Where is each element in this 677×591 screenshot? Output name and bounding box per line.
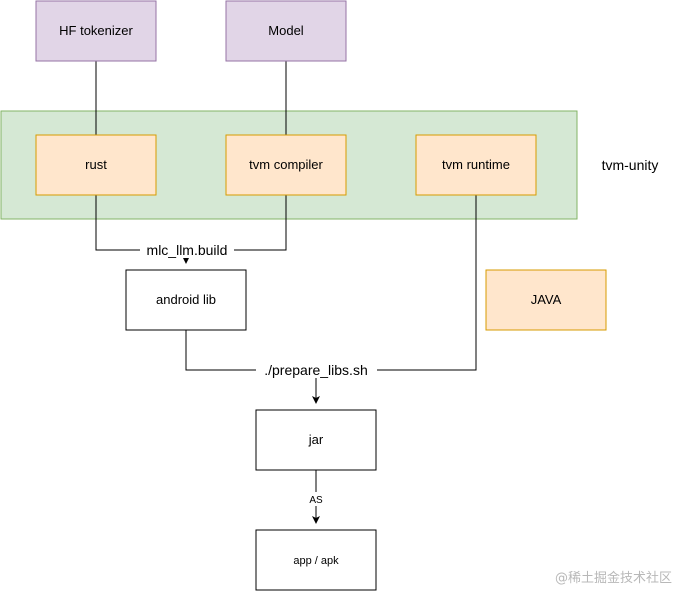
node-tvm-compiler-box — [225, 134, 347, 196]
node-android-lib: android lib — [156, 292, 216, 307]
edge-label-prepare-libs: ./prepare_libs.sh — [264, 362, 368, 378]
node-app-apk-box — [255, 529, 377, 591]
node-java-box — [485, 269, 607, 331]
node-java: JAVA — [531, 292, 562, 307]
edge-runtime-to-jar — [316, 195, 477, 371]
node-hf-tokenizer-box — [35, 0, 157, 62]
node-tvm-runtime: tvm runtime — [442, 157, 510, 172]
node-rust-box — [35, 134, 157, 196]
node-android-lib-box — [125, 269, 247, 331]
node-model: Model — [268, 23, 304, 38]
node-tvm-runtime-box — [415, 134, 537, 196]
watermark: @稀土掘金技术社区 — [555, 570, 672, 586]
node-app-apk: app / apk — [293, 555, 339, 567]
node-rust: rust — [85, 157, 107, 172]
node-jar: jar — [308, 432, 324, 447]
node-jar-box — [255, 409, 377, 471]
node-hf-tokenizer: HF tokenizer — [59, 23, 133, 38]
edge-label-mlc-llm-build: mlc_llm.build — [147, 242, 228, 258]
edge-label-as: AS — [309, 495, 323, 506]
edge-android-lib-to-jar — [185, 330, 320, 404]
group-label-tvm-unity: tvm-unity — [602, 157, 659, 173]
node-tvm-compiler: tvm compiler — [249, 157, 323, 172]
node-model-box — [225, 0, 347, 62]
